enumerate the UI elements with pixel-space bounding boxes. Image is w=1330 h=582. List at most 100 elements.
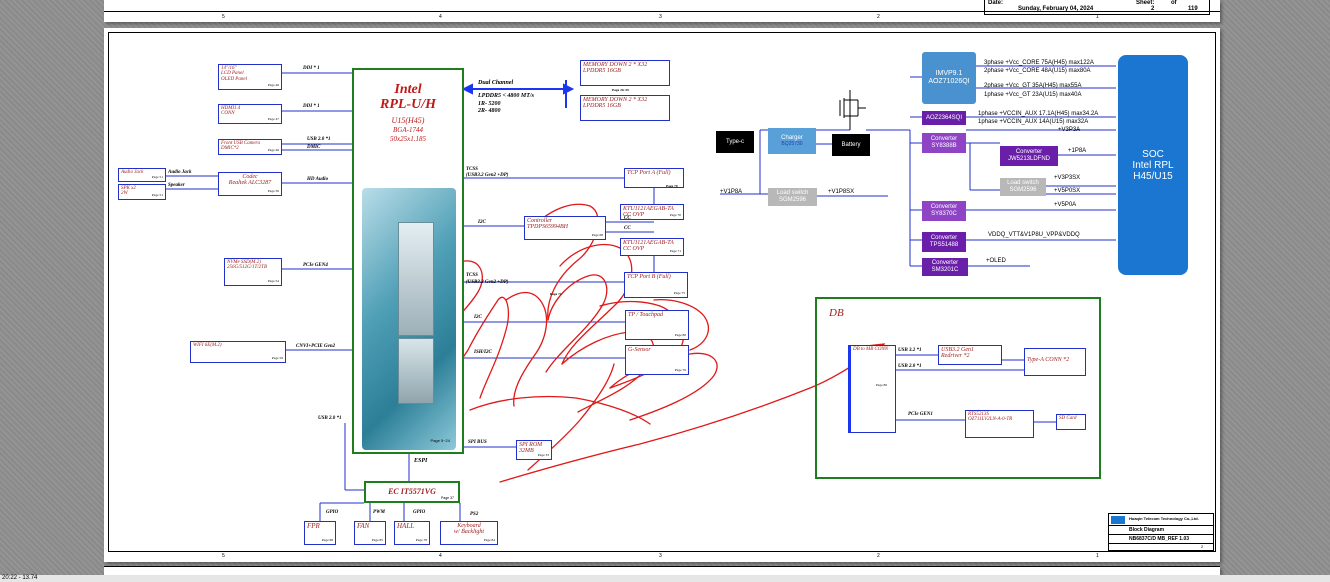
rail-aoz: 1phase +VCCIN_AUX 14A(U15) max32A	[978, 119, 1089, 125]
page-ref: Page 79	[674, 368, 686, 373]
ec-block: EC IT5571VG Page 37	[364, 481, 460, 503]
soc-block: SOC Intel RPL H45/U15	[1118, 55, 1188, 275]
sdcard-label: SD Card	[1059, 416, 1077, 421]
spi-bus-label: SPI BUS	[468, 440, 487, 445]
sheet-title-block: Date: Sunday, February 04, 2024 Sheet: 2…	[984, 0, 1210, 15]
ktu-part: KTU1121AEGAB-TA	[623, 240, 674, 246]
rail-imvp: 1phase +Vcc_GT 23A(U15) max40A	[984, 92, 1082, 98]
zone-label: 3	[659, 553, 662, 559]
battery-block: Battery	[832, 134, 870, 156]
fan-label: FAN	[357, 522, 370, 530]
rail-vddq: VDDQ_VTT&V1P8U_VPP&VDDQ	[988, 232, 1080, 238]
rail-v5poa: +V5P0A	[1054, 202, 1077, 208]
mem-label: MEMORY DOWN 2 * X32	[583, 62, 648, 68]
tcp-a-label: TCP Port A (Full)	[627, 170, 671, 176]
status-bar: 20:22 - 13.74	[0, 575, 1330, 582]
page-ref: Page 33	[537, 453, 549, 458]
charger-part: BQ25730	[781, 140, 803, 147]
hdmi-conn: CONN	[221, 111, 235, 117]
rail-imvp: 3phase +Vcc_CORE 75A(H45) max122A	[984, 60, 1094, 66]
espi-label: ESPI	[414, 458, 428, 464]
ctrl-label: Controller	[527, 218, 553, 224]
bus-label: PCIe GEN4	[303, 263, 328, 268]
converter-sy8388b: Converter SY8388B	[922, 133, 966, 153]
ctrl-part: TPDPS65994BH	[527, 224, 568, 231]
conv-part: SY8388B	[931, 143, 957, 149]
bus-label: DDI * 1	[303, 104, 320, 109]
cpu-package: BGA-1744	[393, 126, 423, 134]
ish-label: ISH/I2C	[474, 350, 492, 355]
ktu-func: CC OVP	[623, 246, 645, 253]
mem-page: Page 26~29	[612, 88, 629, 92]
cpu-variant: U15(H45)	[391, 116, 425, 125]
ktu-part: KTU1121AEGAB-TA	[623, 206, 674, 212]
rts-part: RTS5213S	[968, 412, 989, 417]
bus-label: GPIO	[326, 510, 339, 515]
gsensor-label: G-Sensor	[628, 347, 651, 353]
converter-sm3201c: Converter SM3201C	[922, 258, 968, 276]
zone-label: 5	[222, 14, 225, 20]
conv-label: Converter	[930, 235, 958, 242]
lcd-size: 14"/16"	[221, 66, 237, 71]
mem-1r: 1R- 5200	[478, 101, 501, 107]
fpr-label: FPR	[307, 522, 320, 530]
codec-label: Codec	[242, 174, 258, 180]
mem-2r: 2R- 4800	[478, 108, 501, 114]
oled-panel: OLED Panel	[221, 76, 247, 82]
conv-part: SM3201C	[931, 267, 959, 273]
converter-jw5213: Converter JW5213LDFND	[1000, 146, 1058, 166]
zone-label: 4	[439, 14, 442, 20]
rail-v1p8a: +V1P8A	[720, 189, 743, 195]
sheet-total: 119	[1188, 6, 1198, 12]
page-ref: Page 71	[669, 249, 681, 254]
cc-label: CC	[624, 226, 631, 231]
bus-label: HD Audio	[307, 177, 329, 182]
zone-label: 4	[439, 553, 442, 559]
title-block: Huaqin Telecom Technology Co.,Ltd. Block…	[1108, 513, 1214, 551]
page-ref: Page 51	[151, 193, 163, 198]
spirom-size: 32MB	[519, 448, 534, 455]
zone-label: 5	[222, 553, 225, 559]
hall-block: HALL Page 78	[394, 521, 430, 545]
page-ref: Page 84	[483, 538, 495, 543]
touchpad-label: TP / Touchpad	[628, 312, 664, 318]
cpu-block: Intel RPL-U/H U15(H45) BGA-1744 50x25x1.…	[352, 68, 464, 454]
db-board: DB	[815, 297, 1101, 479]
wifi-block: WIFI 6E(M.2) Page 59	[190, 341, 286, 363]
bus-label: PCIe GEN1	[908, 412, 933, 417]
lcd-panel: LCD Panel	[221, 71, 244, 77]
typea-label: Type-A CONN *2	[1027, 357, 1070, 363]
page-ref: Page 47	[267, 117, 279, 122]
tcp-port-b: TCP Port B (Full) Page 75	[624, 272, 688, 298]
tcss-a: TCSS	[466, 167, 478, 172]
converter-tps51488: Converter TPS51488	[922, 232, 966, 252]
ls-label: Load switch	[776, 190, 809, 197]
sheet-label: Sheet:	[1136, 0, 1155, 6]
page-ref: Page 85	[371, 538, 383, 543]
page-ref: Page 54	[267, 279, 279, 284]
touchpad-block: TP / Touchpad Page 80	[625, 310, 689, 340]
cpu-brand: Intel	[394, 82, 422, 97]
previous-sheet: 5 4 3 2 1 Date: Sunday, February 04, 202…	[104, 0, 1220, 22]
gsensor-block: G-Sensor Page 79	[625, 345, 689, 375]
imvp-part: AOZ71026QI	[928, 78, 970, 85]
ls-part: SGM2596	[778, 197, 806, 203]
fpr-block: FPR Page 68	[304, 521, 336, 545]
zone-label: 3	[659, 14, 662, 20]
codec-part: Realtek ALC3287	[228, 180, 272, 187]
page-ref: Page 78	[415, 538, 427, 543]
bus-label: USB 2.0 *1	[898, 364, 922, 369]
sdcard-block: SD Card	[1056, 414, 1086, 430]
ls-label: Load switch	[1007, 180, 1039, 187]
mem-label: MEMORY DOWN 2 * X32	[583, 97, 648, 103]
ssd-capacity: 256G/512G/1T/2TB	[227, 265, 268, 271]
mem-size: LPDDR5 16GB	[583, 103, 621, 110]
doc-sheet: 2	[1201, 544, 1204, 549]
